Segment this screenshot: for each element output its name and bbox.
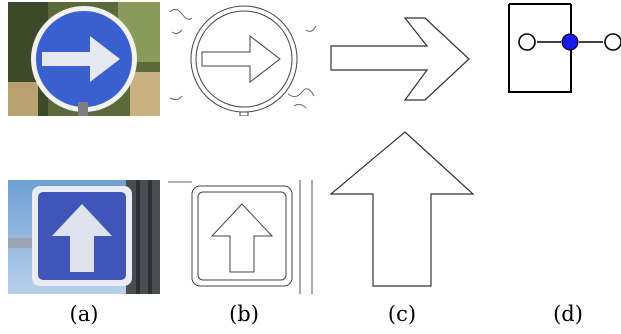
caption-a: (a) [69,302,99,326]
arrow-silhouette-up [327,128,477,294]
arrow-silhouette-right [327,2,477,116]
caption-b: (b) [229,302,259,326]
edge-map-round-sign [168,2,320,116]
edge-map-square-sign [168,180,320,294]
photo-square-arrow-sign [8,180,160,294]
graph-node-diagram [508,3,621,93]
center-node [561,33,579,51]
caption-c: (c) [387,302,417,326]
right-node [604,33,621,51]
caption-d: (d) [553,302,583,326]
photo-round-arrow-sign [8,2,160,116]
left-node [518,33,536,51]
